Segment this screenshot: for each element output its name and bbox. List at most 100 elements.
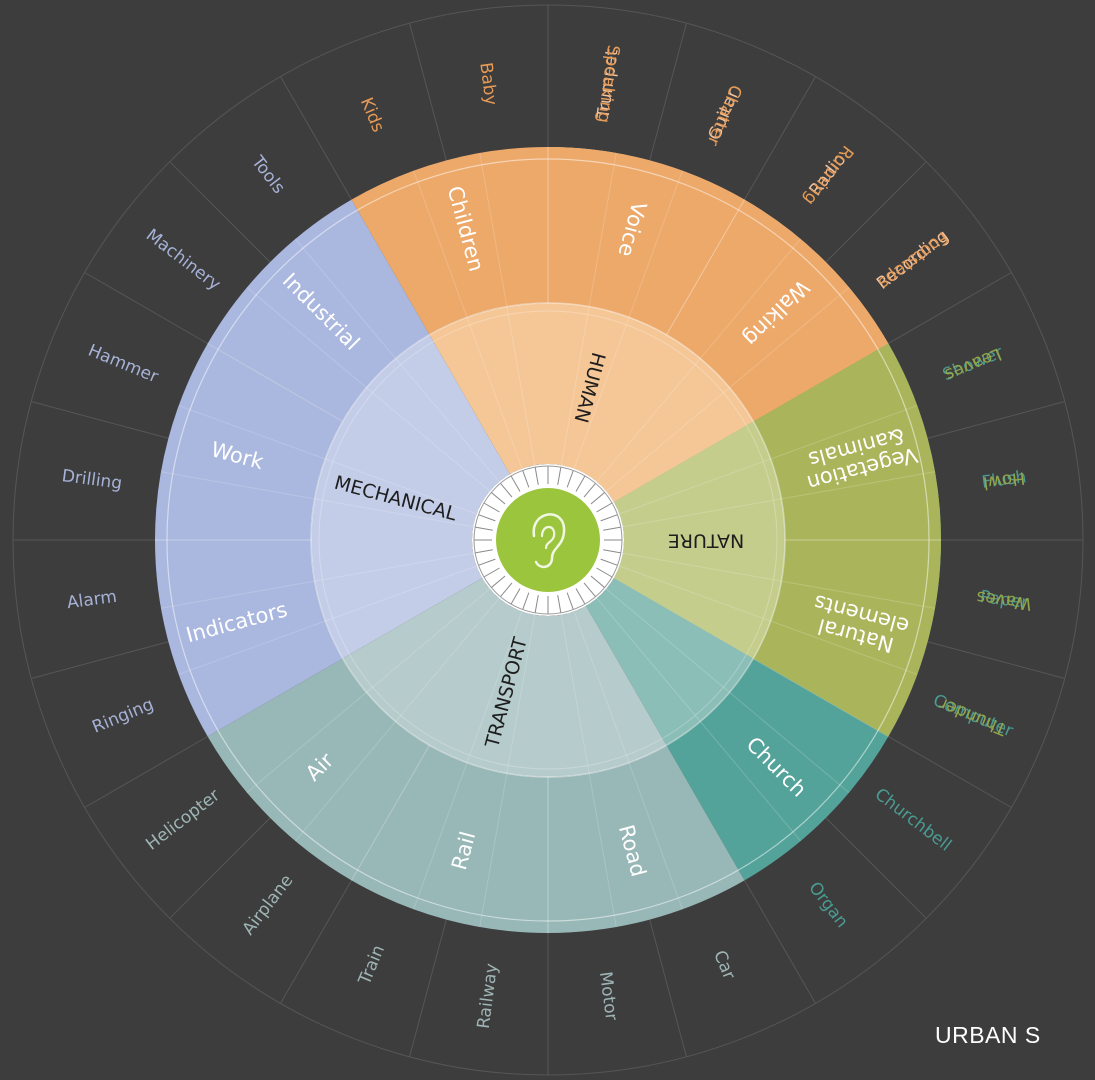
hub-tick (500, 482, 513, 498)
hub-tick-outline (473, 465, 623, 615)
hub-tick (483, 502, 500, 513)
hub-tick (596, 567, 613, 578)
sector-division (596, 238, 801, 483)
sound-label: Hammer (85, 341, 161, 388)
sector-division (479, 152, 536, 466)
ear-icon-outline (532, 513, 566, 569)
sound-label: Train (355, 942, 389, 988)
inner-ring-outline (310, 302, 786, 778)
sector-division (246, 588, 491, 793)
sound-label: Baby (475, 61, 500, 106)
hub-tick (590, 492, 606, 505)
hub-tick (603, 549, 621, 554)
outer-ring-spoke (825, 161, 927, 263)
hub-tick (510, 475, 521, 492)
footer-title: URBAN S (935, 1022, 1041, 1048)
sector-division (605, 287, 850, 492)
hub-tick (534, 595, 539, 613)
hub-tick (522, 592, 530, 610)
subcategory-sector (155, 540, 343, 737)
hub-tick (596, 502, 613, 513)
sound-label: Helicopter (142, 786, 223, 855)
hub-tick (575, 475, 586, 492)
sector-division (619, 405, 918, 515)
hub-tick (603, 526, 621, 531)
outer-ring-spoke (927, 641, 1065, 679)
subcategory-sector (666, 199, 889, 422)
sector-division (573, 170, 683, 469)
hub-tick (522, 470, 530, 488)
sound-label: Railway (474, 962, 502, 1030)
sound-label: Drilling (61, 466, 124, 494)
hub-tick (500, 582, 513, 598)
sector-division (560, 614, 617, 928)
sector-division (295, 238, 500, 483)
sound-label: Organ (804, 878, 852, 931)
subcategory-sector (548, 147, 745, 335)
outer-ring-spoke (744, 880, 816, 1004)
outer-ring-spoke (280, 880, 352, 1004)
sound-label: Motor (595, 970, 621, 1021)
hub-tick (600, 558, 618, 566)
category-sector (429, 303, 754, 502)
ear-icon (496, 488, 600, 592)
category-sector (311, 334, 510, 659)
sector-division (605, 588, 850, 793)
subcategory-divider (666, 199, 745, 336)
hub-tick (557, 595, 562, 613)
sound-label: Thunder (936, 693, 1010, 739)
sound-label: Kids (356, 95, 388, 136)
subcategory-sector (155, 343, 343, 540)
sector-division (560, 152, 617, 466)
sector-division (246, 287, 491, 492)
sector-division (622, 552, 936, 609)
outer-ring-spoke (744, 76, 816, 200)
hub-tick (478, 558, 496, 566)
ear-icon-disc (496, 488, 600, 592)
sector-division (413, 611, 523, 910)
subcategory-sector (351, 745, 548, 933)
hub-tick (475, 526, 493, 531)
ear-icon-inner (540, 525, 556, 550)
sector-division (295, 597, 500, 842)
subcategory-sector (753, 343, 941, 540)
sound-label: Airplane (239, 871, 298, 939)
sound-label: Chatter (703, 82, 746, 149)
mid-ring-outline (166, 158, 930, 922)
outer-ring-spoke (888, 272, 1012, 344)
category-label: NATURE (668, 530, 744, 552)
outer-ring-spoke (169, 817, 271, 919)
hub-tick (475, 549, 493, 554)
hub-tick (557, 467, 562, 485)
hub-tick (590, 575, 606, 588)
subcategory-divider (351, 744, 430, 881)
sector-division (596, 597, 801, 842)
sound-label: Churchbell (871, 784, 955, 855)
inner-ring-outline-secondary (318, 310, 778, 770)
subcategory-sector (666, 658, 889, 881)
hub-tick (478, 514, 496, 522)
outer-ring-spoke (409, 919, 447, 1057)
sector-division (160, 552, 474, 609)
sound-label: Waves (975, 586, 1033, 613)
sound-label: Car (709, 948, 739, 983)
hub-tick (510, 588, 521, 605)
hub-tick (566, 592, 574, 610)
subcategory-sector (351, 147, 548, 335)
sector-division (413, 170, 523, 469)
subcategory-sector (207, 658, 430, 881)
outer-ring-spoke (169, 161, 271, 263)
sector-division (573, 611, 683, 910)
outer-ring-spoke (409, 23, 447, 161)
outer-ring-spoke (649, 919, 687, 1057)
hub-tick (483, 567, 500, 578)
hub-tick (575, 588, 586, 605)
category-sector (342, 578, 667, 777)
hub-tick (600, 514, 618, 522)
outer-ring-spoke (825, 817, 927, 919)
sector-division (160, 471, 474, 528)
outer-ring-spoke (927, 401, 1065, 439)
hub-tick (566, 470, 574, 488)
sector-division (622, 471, 936, 528)
